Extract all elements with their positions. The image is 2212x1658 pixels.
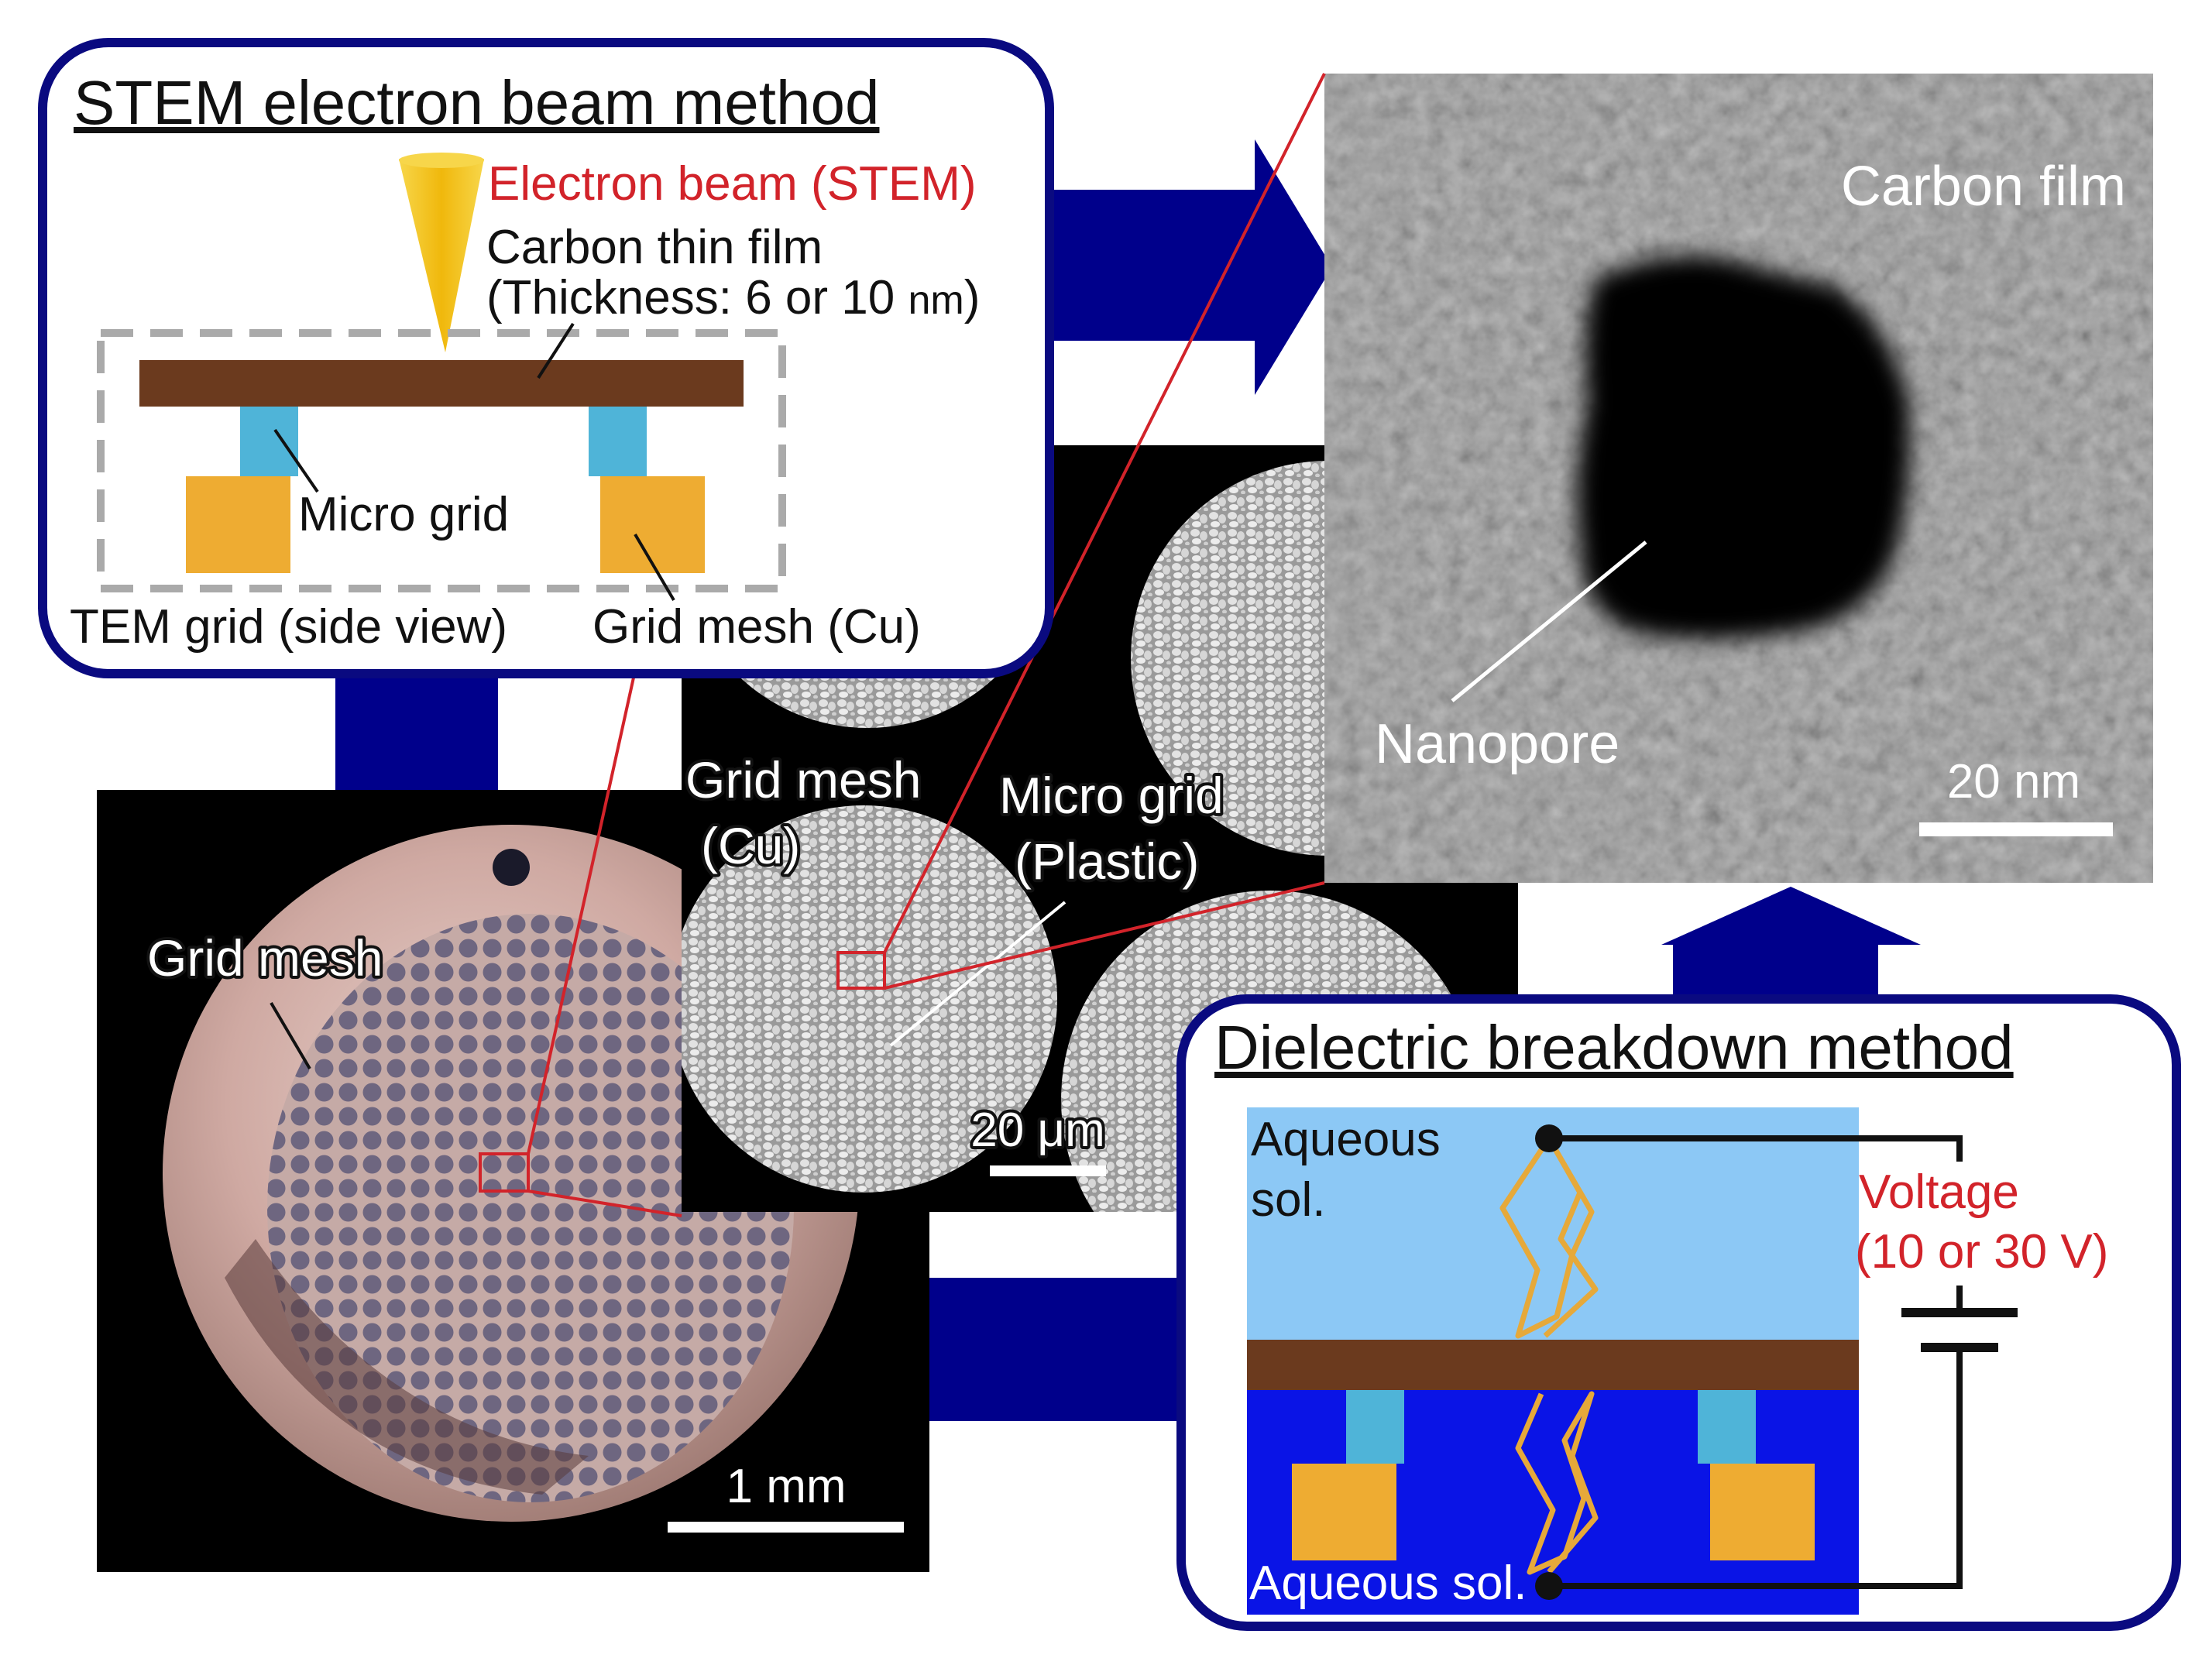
voltage-circuit-wire — [1549, 1135, 1963, 1162]
tem-scale-label: 20 nm — [1947, 755, 2080, 808]
upper-electrode — [1535, 1124, 1563, 1152]
carbon-film-label-2: (Thickness: 6 or 10 nm) — [486, 271, 980, 324]
horizontal-connector — [926, 1278, 1204, 1421]
grid-mesh-region — [267, 914, 794, 1502]
mesh-zoom-box — [836, 951, 886, 990]
lower-electrode — [1535, 1572, 1563, 1600]
dielectric-carbon-film — [1247, 1340, 1859, 1390]
zoom-line-mesh-2 — [884, 881, 1325, 990]
tem-nanopore-image: Carbon film Nanopore 20 nm — [1324, 74, 2153, 883]
zoom-lines — [527, 73, 1326, 1217]
mesh-micro-grid-label-1: Micro grid — [999, 767, 1224, 824]
micro-grid-pointer-stem — [273, 428, 319, 493]
disc-scale-label: 1 mm — [726, 1460, 847, 1513]
disc-scratch-shadow — [225, 1239, 589, 1495]
dielectric-micro-grid-right — [1698, 1390, 1756, 1464]
dielectric-breakdown-panel: Dielectric breakdown method Aqueous sol.… — [1176, 994, 2181, 1631]
dielectric-grid-mesh-right — [1710, 1464, 1815, 1560]
breakdown-path-lower — [1515, 1391, 1599, 1575]
tem-grid-outline — [97, 329, 786, 592]
dielectric-grid-mesh-left — [1292, 1464, 1396, 1560]
right-arrow — [1038, 139, 1332, 395]
nanopore-pointer — [1451, 541, 1647, 702]
nanopore-label: Nanopore — [1375, 713, 1620, 775]
voltage-label-1: Voltage — [1859, 1165, 2019, 1219]
dielectric-micro-grid-left — [1346, 1390, 1404, 1464]
vertical-connector — [335, 666, 498, 794]
carbon-thin-film — [139, 360, 744, 407]
disc-grid-mesh-label: Grid mesh — [147, 929, 383, 987]
zoom-line-disc-1 — [527, 677, 635, 1155]
lower-solution-label: Aqueous sol. — [1249, 1557, 1527, 1610]
dielectric-panel-title: Dielectric breakdown method — [1214, 1013, 2014, 1082]
micro-grid-pointer — [889, 901, 1066, 1047]
up-arrow — [1661, 887, 1921, 1007]
grid-mesh-pointer-stem — [634, 533, 675, 602]
mesh-scale-bar — [990, 1165, 1106, 1176]
electron-beam-label: Electron beam (STEM) — [488, 157, 977, 211]
mesh-grid-mesh-label-1: Grid mesh — [685, 751, 921, 808]
mesh-hole-center — [682, 805, 1057, 1193]
grid-mesh-left — [186, 476, 290, 573]
zoom-line-disc-2 — [527, 1189, 682, 1217]
voltage-circuit-wire-lower — [1549, 1347, 1963, 1589]
nanopore — [1577, 256, 1910, 639]
mesh-micro-grid-label-2: (Plastic) — [1015, 832, 1199, 890]
carbon-film-pointer — [537, 322, 575, 379]
micro-grid-right — [589, 407, 647, 476]
micro-grid-left — [240, 407, 298, 476]
grid-mesh-right — [600, 476, 705, 573]
electron-beam-cone — [399, 159, 484, 352]
breakdown-path-upper — [1499, 1135, 1599, 1339]
grid-mesh-pointer — [270, 1001, 311, 1070]
grid-disc-notch — [493, 849, 530, 886]
disc-zoom-box — [479, 1152, 530, 1193]
tem-grid-label: TEM grid (side view) — [70, 600, 507, 654]
zoom-line-mesh-1 — [883, 73, 1326, 953]
stem-panel-title: STEM electron beam method — [74, 68, 879, 137]
mesh-scale-label: 20 μm — [970, 1104, 1105, 1157]
carbon-film-label-1: Carbon thin film — [486, 221, 823, 274]
electron-beam-cone-top — [399, 153, 484, 168]
voltage-label-2: (10 or 30 V) — [1855, 1225, 2108, 1279]
micro-grid-label: Micro grid — [298, 488, 509, 541]
upper-solution-label-1: Aqueous — [1251, 1113, 1441, 1166]
grid-mesh-cu-label: Grid mesh (Cu) — [592, 600, 921, 654]
upper-solution-label-2: sol. — [1251, 1173, 1325, 1227]
disc-scale-bar — [668, 1522, 904, 1533]
mesh-grid-mesh-label-2: (Cu) — [701, 817, 800, 874]
tem-scale-bar — [1919, 822, 2113, 836]
stem-method-panel: STEM electron beam method Electron beam … — [38, 38, 1054, 678]
carbon-film-label: Carbon film — [1841, 156, 2126, 218]
stem-panel-frame — [38, 38, 1054, 678]
